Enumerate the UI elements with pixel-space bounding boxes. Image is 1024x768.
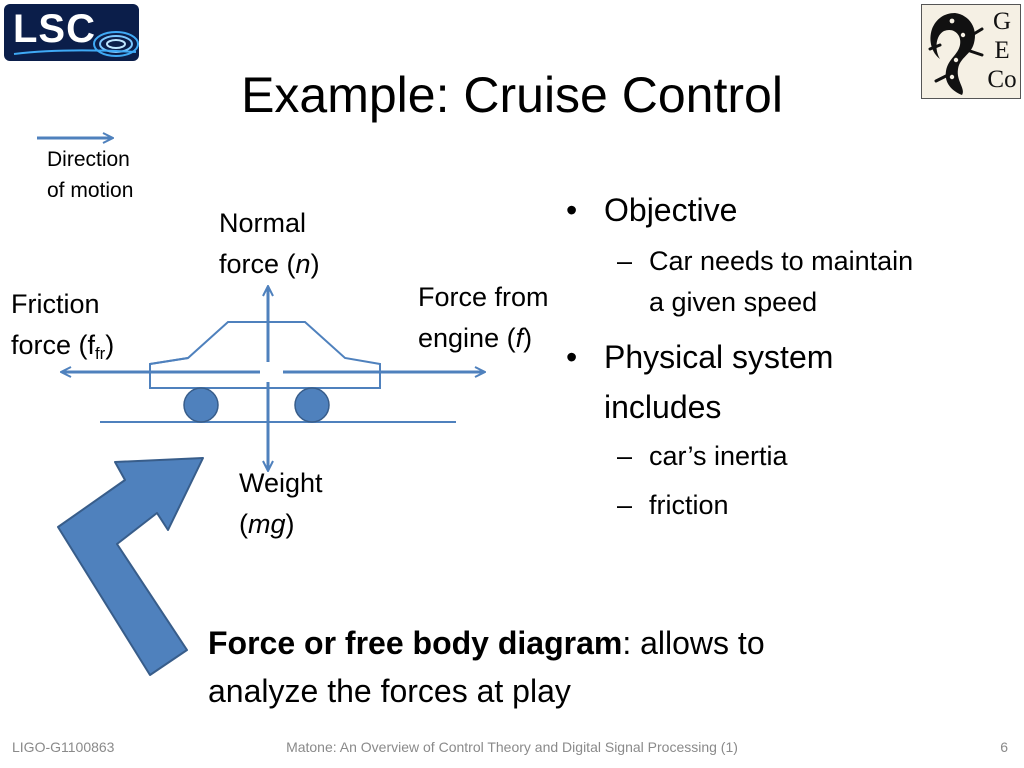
normal-force-label-line1: Normal (219, 208, 307, 238)
bullet-dot: • (566, 339, 578, 375)
bullet-physical-system-line1: Physical system (604, 339, 834, 375)
caption-line1-rest: : allows to (622, 625, 765, 661)
pointer-arrow-shape (57, 457, 204, 676)
direction-label: Direction of motion (47, 144, 133, 206)
bullet-physical-system: • Physical system includes (566, 332, 1006, 432)
caption-line2: analyze the forces at play (208, 673, 571, 709)
car-body (149, 321, 381, 389)
friction-force-label-line2: force (ffr) (11, 330, 115, 364)
bullet-objective: • Objective (566, 185, 1006, 235)
car-wheel-rear (183, 387, 219, 423)
geco-letter-e: E (994, 37, 1010, 64)
sub-bullet-friction-text: friction (649, 490, 729, 520)
normal-force-symbol: n (295, 249, 311, 279)
weight-label-line1: Weight (239, 468, 323, 498)
sub-bullet-maintain-speed-line1: Car needs to maintain (649, 246, 914, 276)
geco-logo: G E Co (921, 4, 1021, 99)
geco-letters: G E Co (986, 7, 1018, 94)
bullet-dot: • (566, 192, 578, 228)
bullet-physical-system-line2: includes (604, 389, 722, 425)
gecko-icon (928, 13, 984, 95)
sub-bullet-dash: – (617, 490, 633, 520)
engine-force-label: Force from engine (f) (418, 277, 549, 359)
caption-line1: Force or free body diagram: allows to (208, 619, 988, 667)
weight-label-line2: (mg) (239, 509, 295, 539)
direction-label-line1: Direction (47, 148, 130, 171)
sub-bullet-dash: – (617, 246, 633, 276)
friction-subscript: fr (95, 344, 106, 364)
footer-doc-id: LIGO-G1100863 (12, 739, 115, 755)
geco-letter-co: Co (987, 66, 1017, 93)
weight-label: Weight (mg) (239, 463, 323, 545)
lsc-logo: LSC (4, 4, 139, 61)
slide-title: Example: Cruise Control (241, 67, 783, 123)
sub-bullet-dash: – (617, 441, 633, 471)
normal-force-label: Normal force (n) (219, 203, 320, 285)
lsc-logo-text: LSC (13, 7, 96, 51)
caption-bold: Force or free body diagram (208, 625, 623, 661)
footer-title: Matone: An Overview of Control Theory an… (286, 739, 738, 755)
sub-bullet-inertia: – car’s inertia (617, 436, 1007, 477)
bullet-objective-text: Objective (604, 192, 738, 228)
friction-force-label: Friction force (ffr) (11, 284, 114, 366)
engine-force-symbol: f (515, 323, 524, 353)
engine-force-label-line2: engine (f) (418, 323, 533, 353)
engine-force-label-line1: Force from (418, 282, 549, 312)
geco-letter-g: G (992, 8, 1012, 35)
sub-bullet-friction: – friction (617, 485, 1007, 526)
friction-force-label-line1: Friction (11, 289, 100, 319)
direction-label-line2: of motion (47, 179, 134, 202)
lsc-wave-graphic (13, 31, 139, 57)
diagram-caption: Force or free body diagram: allows to an… (208, 619, 988, 715)
car-wheel-front (294, 387, 330, 423)
normal-force-label-line2: force (n) (219, 249, 320, 279)
sub-bullet-inertia-text: car’s inertia (649, 441, 788, 471)
footer-page-number: 6 (1000, 739, 1008, 755)
sub-bullet-maintain-speed-line2: a given speed (649, 287, 818, 317)
sub-bullet-maintain-speed: – Car needs to maintain a given speed (617, 241, 1007, 323)
weight-symbol: mg (248, 509, 286, 539)
